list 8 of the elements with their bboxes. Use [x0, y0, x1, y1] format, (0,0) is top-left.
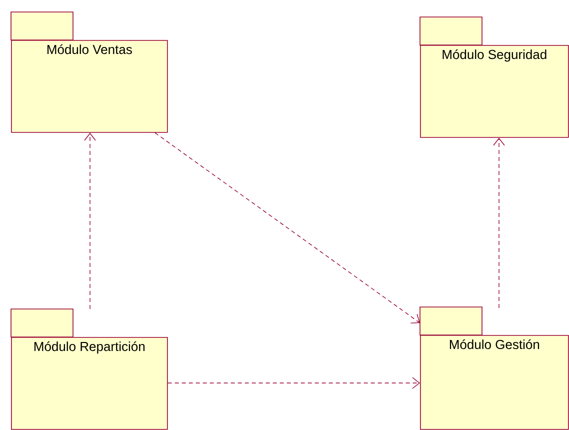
package-box: Módulo Repartición	[10, 308, 168, 430]
package-box: Módulo Ventas	[10, 12, 168, 133]
dependency-arrow	[84, 132, 96, 310]
dependency-arrow	[167, 377, 420, 389]
package-box: Módulo Gestión	[420, 306, 569, 430]
dependency-arrow	[493, 138, 505, 308]
package-box: Módulo Seguridad	[420, 16, 569, 138]
dependency-arrow	[154, 132, 420, 324]
